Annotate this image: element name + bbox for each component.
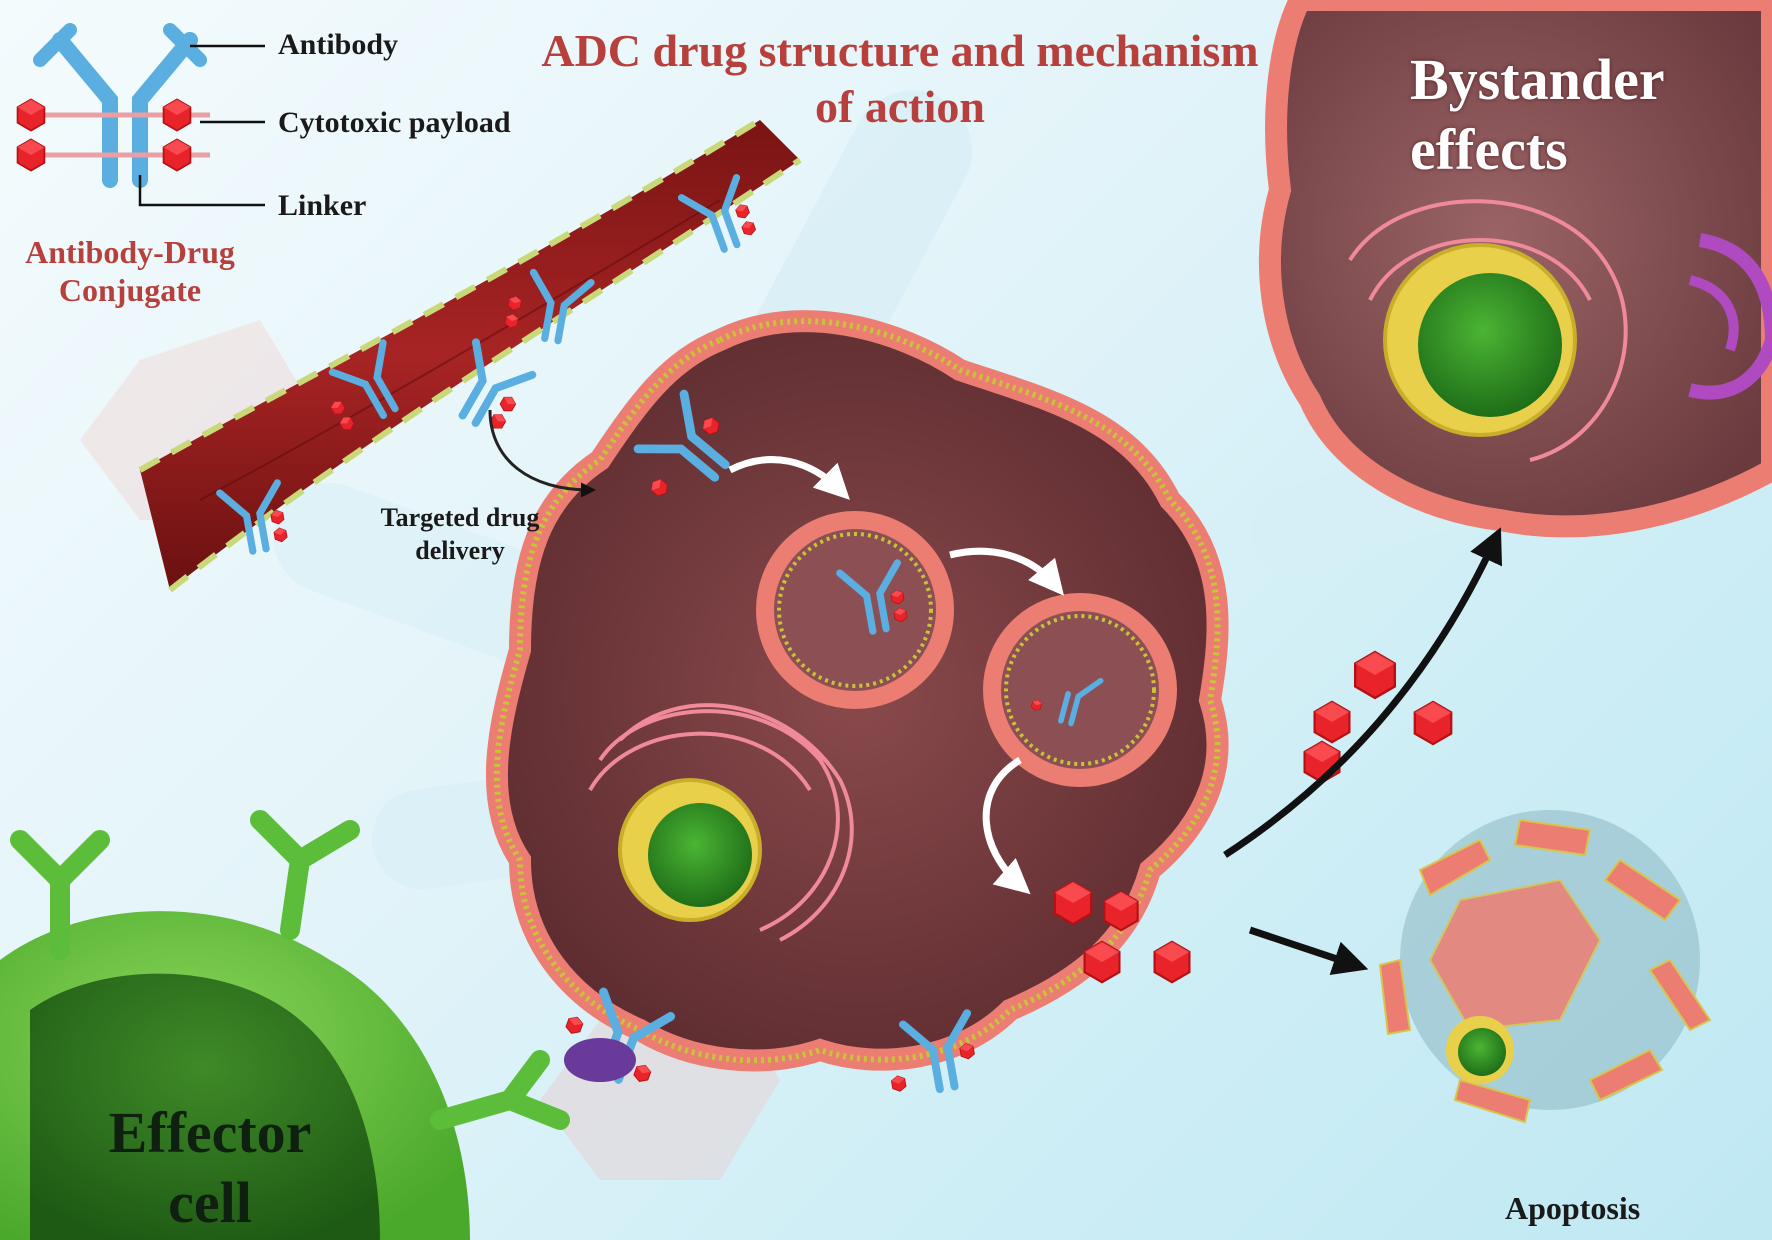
bystander-label-line1: Bystander — [1410, 47, 1665, 112]
bystander-label-line2: effects — [1410, 117, 1568, 182]
legend-antibody-label: Antibody — [278, 28, 399, 61]
figure-title-line2: of action — [815, 81, 985, 132]
process-arrows — [488, 409, 1503, 975]
targeted-delivery-line2: delivery — [415, 536, 505, 565]
apoptotic-cell — [1378, 810, 1712, 1124]
effector-label-line2: cell — [168, 1170, 252, 1235]
apoptosis-label: Apoptosis — [1505, 1190, 1641, 1226]
tumor-cell — [485, 310, 1229, 1072]
vessel-adcs — [216, 174, 758, 555]
legend-payload-label: Cytotoxic payload — [278, 106, 511, 139]
blood-vessel — [138, 117, 802, 593]
bystander-cell — [1259, 0, 1772, 538]
cell-adcs — [564, 389, 1104, 1094]
adc-legend-icon — [16, 23, 265, 207]
effector-label-line1: Effector — [108, 1100, 312, 1165]
adc-label-line1: Antibody-Drug — [25, 234, 235, 270]
legend-linker-label: Linker — [278, 189, 367, 222]
targeted-delivery-line1: Targeted drug — [380, 503, 540, 532]
effector-cell — [0, 810, 570, 1240]
figure-title-line1: ADC drug structure and mechanism — [541, 25, 1259, 76]
adc-label-line2: Conjugate — [58, 272, 202, 308]
